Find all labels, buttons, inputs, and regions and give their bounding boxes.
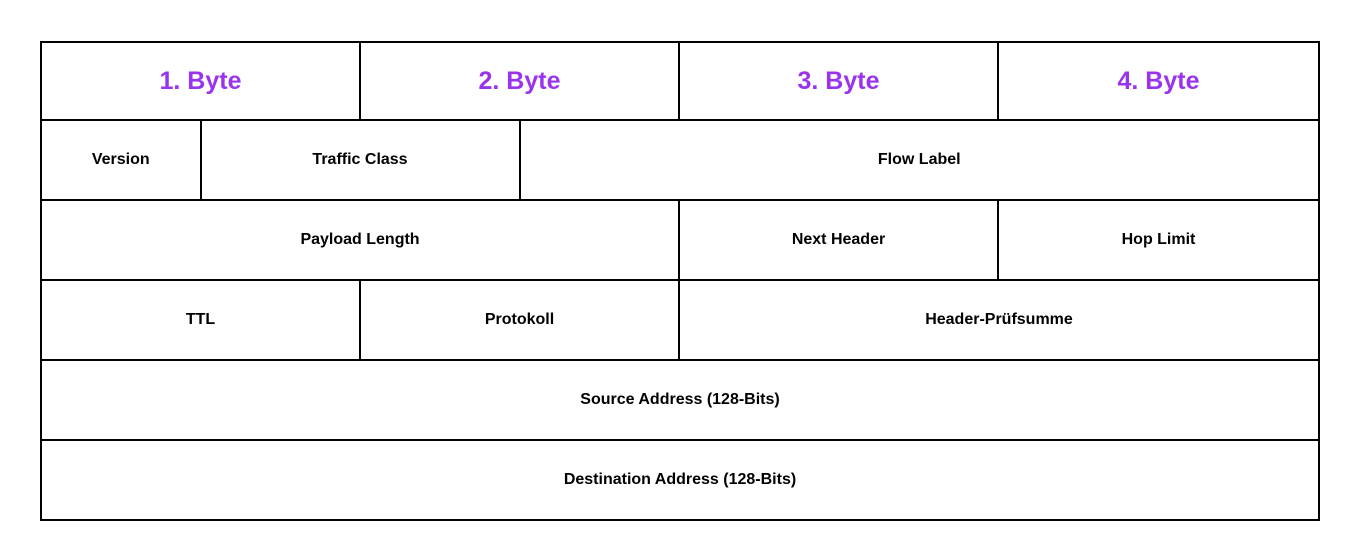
byte-header-2-byte: 2. Byte: [361, 43, 680, 121]
byte-header-1-byte: 1. Byte: [42, 43, 361, 121]
byte-header-3-byte: 3. Byte: [680, 43, 999, 121]
byte-header-4-byte: 4. Byte: [999, 43, 1318, 121]
field-cell-protokoll: Protokoll: [361, 281, 680, 361]
field-cell-next-header: Next Header: [680, 201, 999, 281]
field-cell-flow-label: Flow Label: [520, 121, 1318, 201]
field-cell-version: Version: [42, 121, 202, 201]
field-cell-header-prufsumme: Header-Prüfsumme: [680, 281, 1318, 361]
field-cell-destination-address-128-bits: Destination Address (128-Bits): [563, 471, 797, 488]
field-cell-traffic-class: Traffic Class: [201, 121, 521, 201]
field-cell-ttl: TTL: [42, 281, 361, 361]
field-cell-hop-limit: Hop Limit: [999, 201, 1318, 281]
field-cell-payload-length: Payload Length: [42, 201, 680, 281]
field-cell-source-address-128-bits: Source Address (128-Bits): [42, 361, 1318, 441]
